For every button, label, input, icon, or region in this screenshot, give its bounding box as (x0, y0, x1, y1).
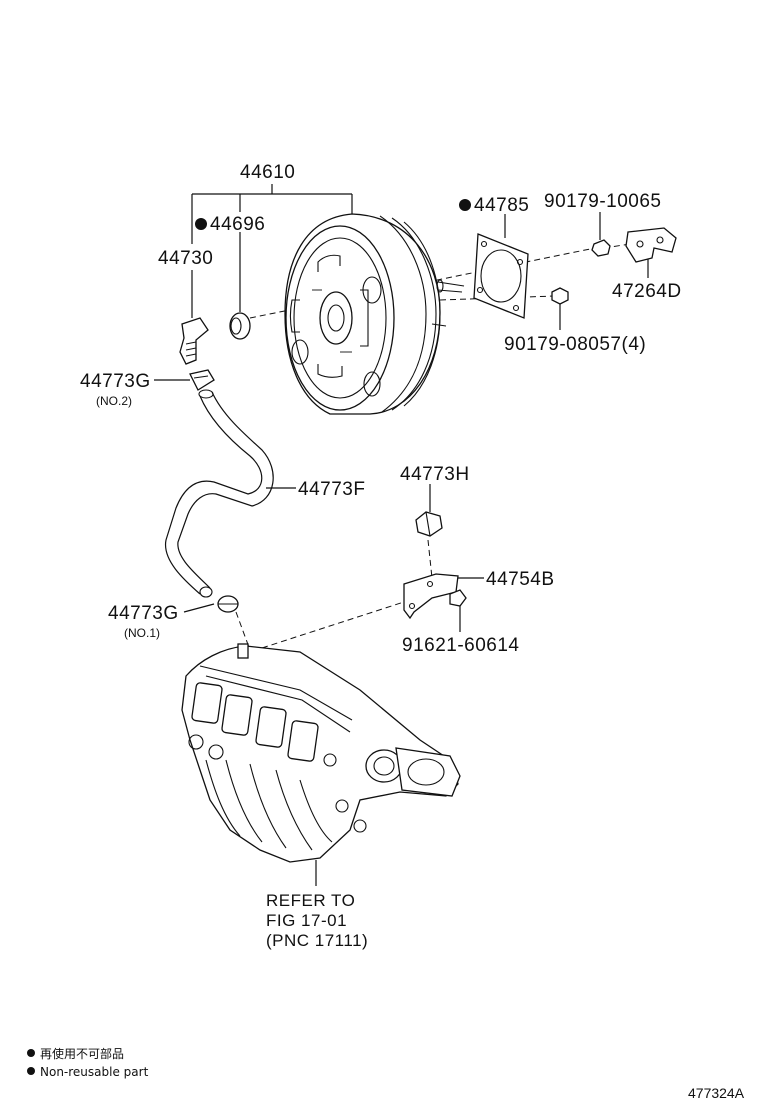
bolt-91621-60614 (449, 589, 467, 607)
brake-booster (284, 213, 465, 415)
intake-manifold (181, 643, 461, 863)
label-no1: (NO.1) (124, 626, 160, 640)
non-reusable-marker-44785 (459, 199, 471, 211)
hose-44773F (164, 389, 274, 598)
label-44696: 44696 (210, 214, 265, 235)
label-44610: 44610 (240, 162, 295, 183)
leader-lines (154, 184, 649, 886)
refer-line-3: (PNC 17111) (266, 931, 368, 950)
clamp-44773G-no1 (217, 595, 239, 613)
gasket-44785 (473, 233, 529, 319)
clamp-44773H (415, 511, 443, 537)
refer-line-2: FIG 17-01 (266, 911, 347, 930)
clamp-44773G-no2 (189, 369, 215, 391)
label-44773H: 44773H (400, 464, 470, 485)
refer-note: REFER TO FIG 17-01 (PNC 17111) (266, 891, 368, 950)
label-44773F: 44773F (298, 479, 365, 500)
legend-dot-2 (27, 1067, 35, 1075)
label-44730: 44730 (158, 248, 213, 269)
part-labels: 44610 44696 44730 44785 90179-10065 4726… (80, 162, 682, 656)
check-valve-44730 (179, 317, 209, 365)
figure-id: 477324A (688, 1085, 745, 1101)
grommet-44696 (229, 312, 251, 340)
nut-90179-10065 (591, 239, 611, 257)
legend-dot-1 (27, 1049, 35, 1057)
label-no2: (NO.2) (96, 394, 132, 408)
bracket-47264D (625, 227, 677, 263)
label-91621-60614: 91621-60614 (402, 635, 520, 656)
label-44754B: 44754B (486, 569, 555, 590)
nut-90179-08057 (551, 287, 569, 305)
label-90179-08057: 90179-08057(4) (504, 334, 646, 355)
label-47264D: 47264D (612, 281, 682, 302)
bracket-44754B (403, 573, 459, 620)
label-90179-10065: 90179-10065 (544, 191, 662, 212)
legend-line-2: Non-reusable part (40, 1065, 149, 1079)
legend: 再使用不可部品 Non-reusable part (27, 1046, 149, 1079)
label-44773G-bottom: 44773G (108, 603, 179, 624)
label-44773G-top: 44773G (80, 371, 151, 392)
legend-line-1: 再使用不可部品 (40, 1046, 124, 1061)
non-reusable-marker-44696 (195, 218, 207, 230)
refer-line-1: REFER TO (266, 891, 355, 910)
label-44785: 44785 (474, 195, 529, 216)
